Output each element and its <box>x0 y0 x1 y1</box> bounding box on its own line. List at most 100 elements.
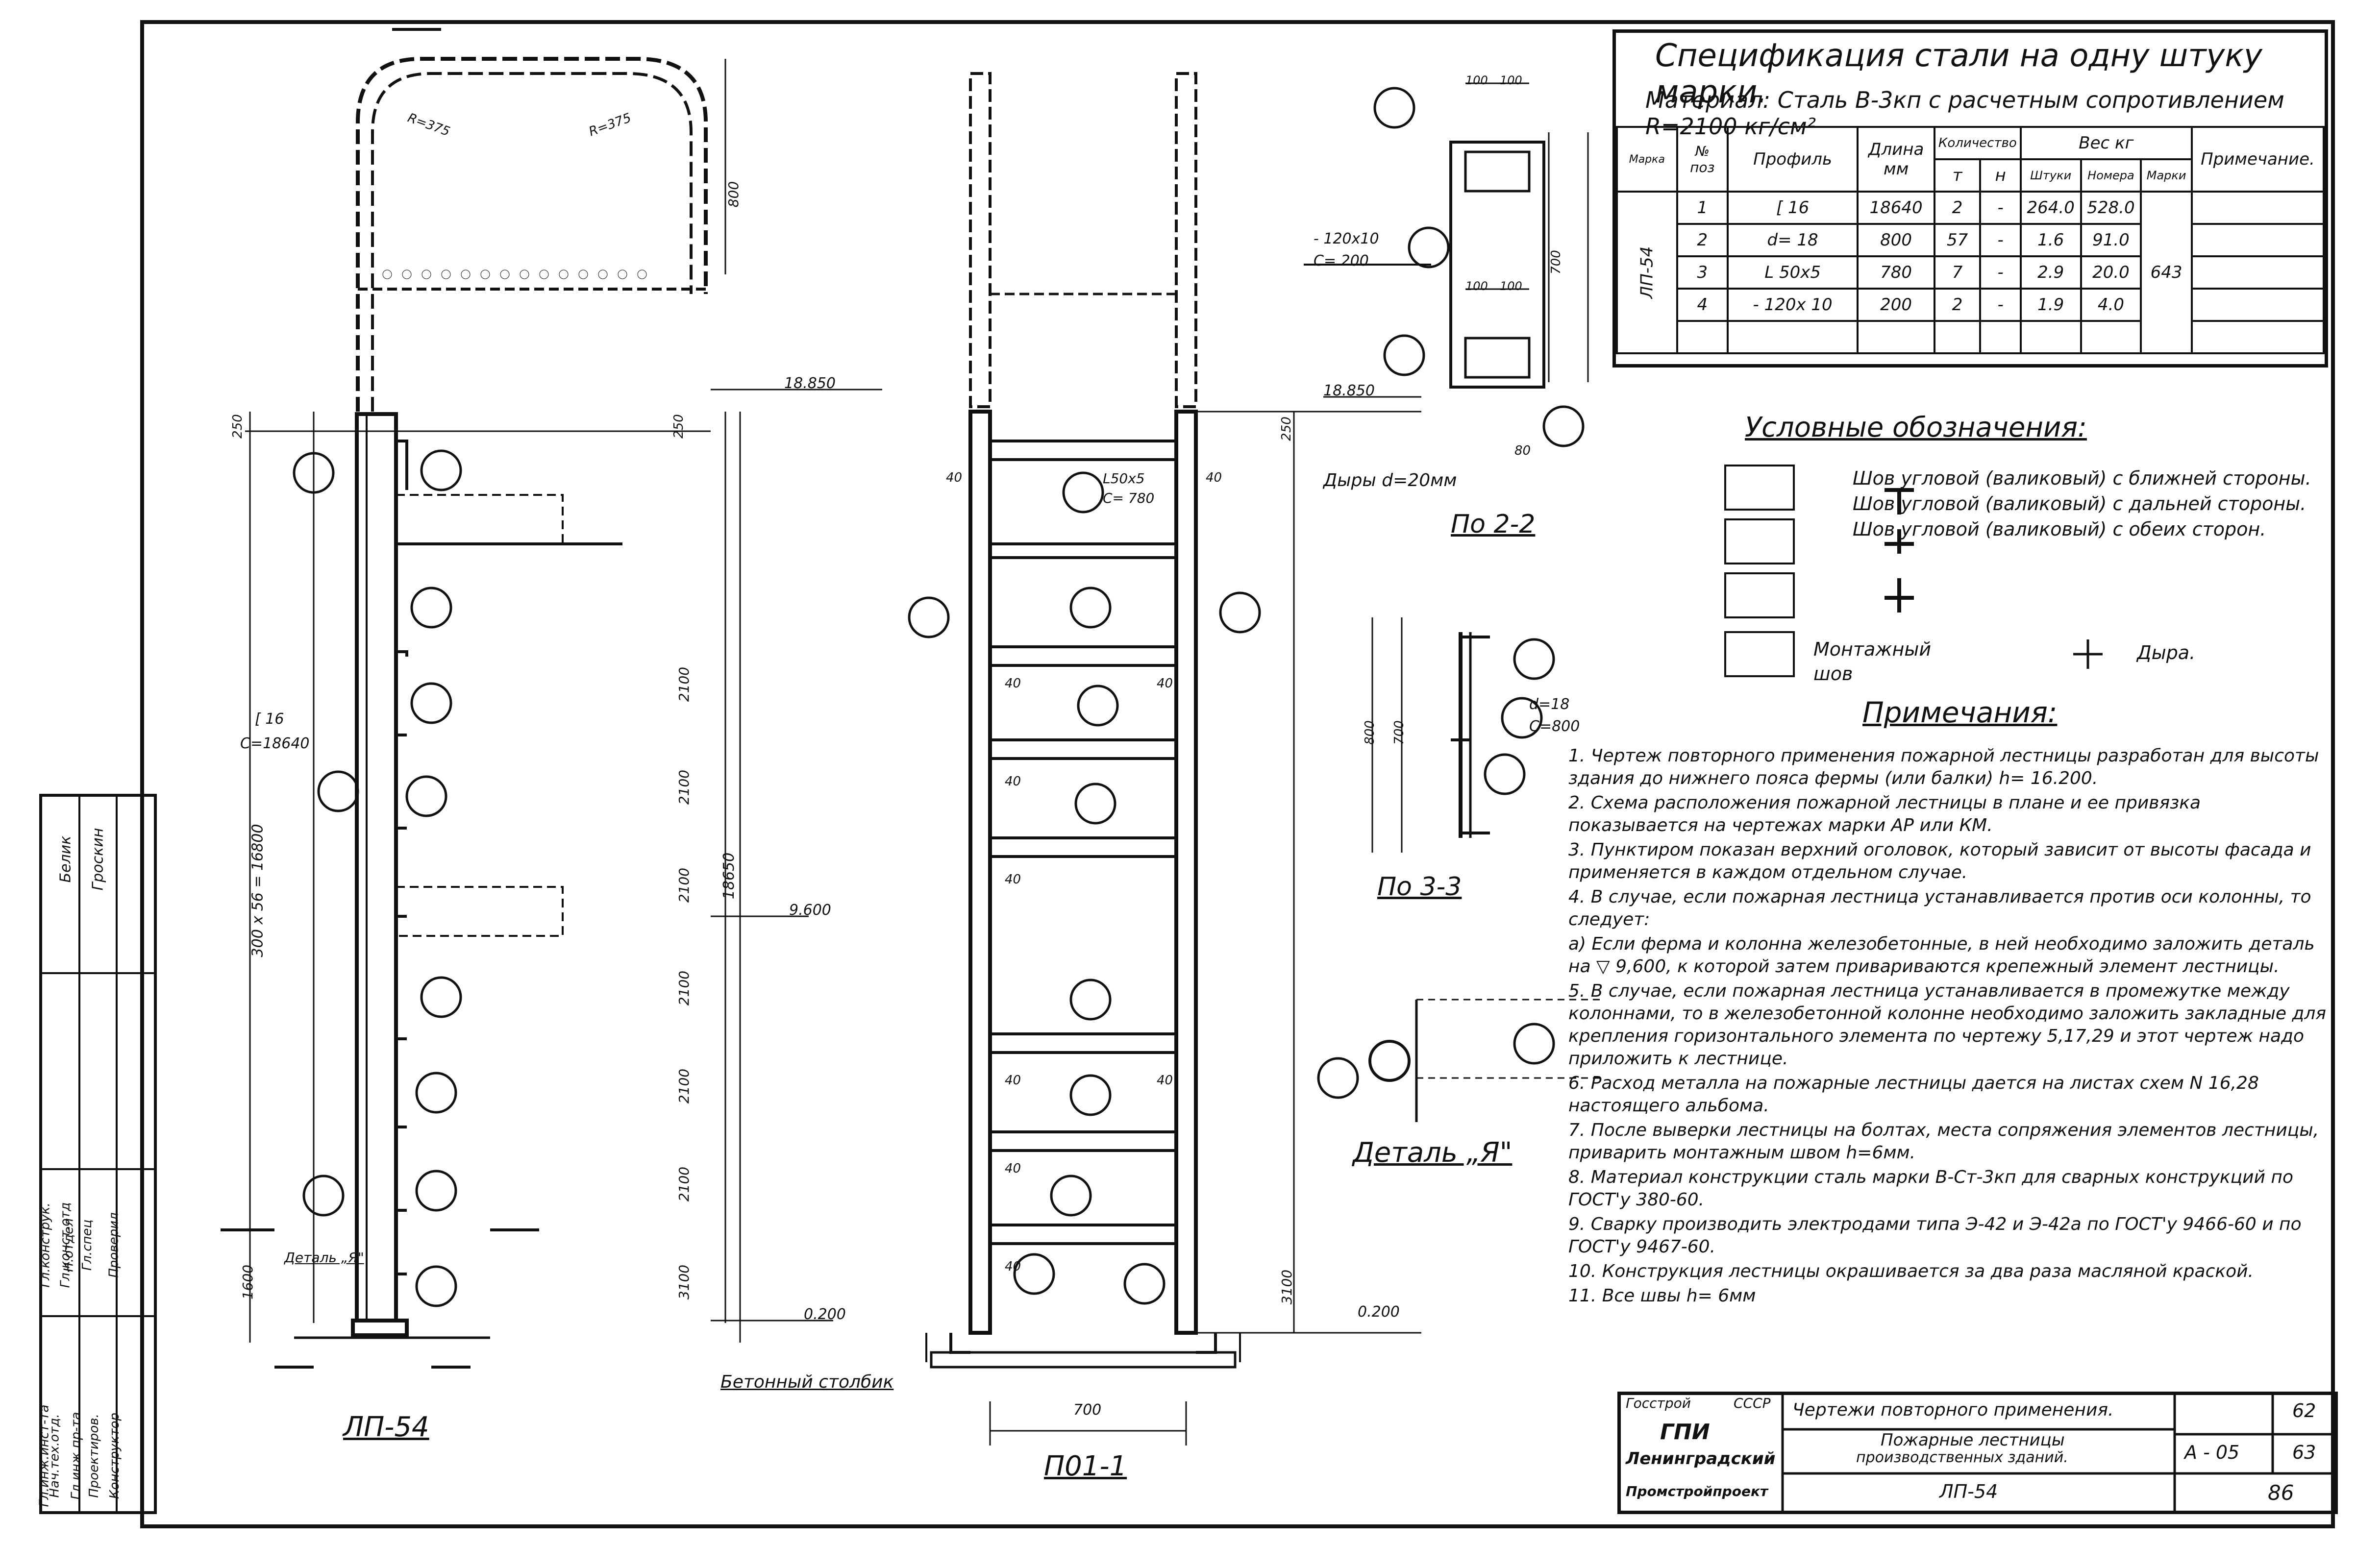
legend-hole: Дыра. <box>2137 642 2196 663</box>
hdr-w-total: Номера <box>2080 158 2142 193</box>
dim-250-side-r: 250 <box>671 414 686 439</box>
revision-strip: Гл.инж.инст-та Нач.тех.отд. Гл.инж.пр-та… <box>37 794 157 1514</box>
dim-2100-a: 2100 <box>676 666 693 702</box>
dim-100-c: 100 <box>1465 279 1488 293</box>
detail-reference: Деталь „Я" <box>284 1250 364 1266</box>
side-channel-column <box>355 412 398 1323</box>
side-view-title: ЛП-54 <box>343 1411 429 1443</box>
dim-2100-b: 2100 <box>676 769 693 805</box>
note-item: 8. Материал конструкции сталь марки В-Ст… <box>1568 1167 2293 1210</box>
note-item: 6. Расход металла на пожарные лестницы д… <box>1568 1073 2259 1116</box>
detail-title: Деталь „Я" <box>1353 1137 1513 1169</box>
rev-role: Проверил <box>106 1212 122 1278</box>
dim-250-front: 250 <box>1279 416 1294 441</box>
front-rungs <box>989 440 1178 1245</box>
tb-line1: Чертежи повторного применения. <box>1792 1400 2114 1420</box>
rev-role: Гл.конструк. <box>38 1202 53 1288</box>
dim-700-front: 700 <box>1073 1401 1102 1419</box>
rev-role: Н.отдел <box>61 1218 76 1272</box>
angle-label: L50x5 <box>1103 470 1145 487</box>
tb-inst1: ГПИ <box>1660 1420 1710 1445</box>
side-brackets <box>396 440 622 1275</box>
tb-code3: 63 <box>2292 1442 2316 1463</box>
spec-row: 2 d= 18 800 57 - 1.6 91.0 <box>1617 223 2325 257</box>
holes-label: Дыры d=20мм <box>1323 470 1457 490</box>
sheet-border <box>140 20 2335 1528</box>
notes-title: Примечания: <box>1862 696 2058 729</box>
note-item: а) Если ферма и колонна железобетонные, … <box>1568 934 2315 977</box>
hdr-note: Примечание. <box>2190 126 2325 193</box>
dim-40-a: 40 <box>946 470 963 485</box>
dim-100-b: 100 <box>1500 74 1522 87</box>
legend-item: Шов угловой (валиковый) с обеих сторон. <box>1853 518 2266 540</box>
dim-100-d: 100 <box>1500 279 1522 293</box>
side-view <box>221 28 882 1369</box>
level-top-front: 18.850 <box>1323 382 1375 399</box>
tb-org1: Госстрой <box>1626 1395 1691 1411</box>
note-item: 1. Чертеж повторного применения пожарной… <box>1568 746 2319 788</box>
level-mid: 9.600 <box>789 902 831 919</box>
spec-mark-weight: 643 <box>2140 191 2193 354</box>
legend-item: Шов угловой (валиковый) с ближней сторон… <box>1853 467 2311 489</box>
concrete-label: Бетонный столбик <box>720 1372 894 1392</box>
dim-300x56: 300 x 56 = 16800 <box>249 824 267 957</box>
dim-80: 80 <box>1514 443 1531 458</box>
section-3-3-title: По 3-3 <box>1377 872 1462 902</box>
note-item: 9. Сварку производить электродами типа Э… <box>1568 1214 2302 1257</box>
hdr-w-piece: Штуки <box>2019 158 2082 193</box>
hdr-profile: Профиль <box>1726 126 1859 193</box>
dim-40-c: 40 <box>1005 676 1021 691</box>
level-top-side: 18.850 <box>784 375 836 392</box>
hdr-qty-n: н <box>1979 158 2022 193</box>
hdr-weight: Вес кг <box>2019 126 2193 160</box>
hdr-pos: № поз <box>1676 126 1729 193</box>
dim-3100-front: 3100 <box>1279 1269 1295 1305</box>
dim-40-j: 40 <box>1005 1259 1021 1274</box>
dim-800-side: 800 <box>725 181 742 208</box>
spec-table: Марка № поз Профиль Длина мм Количество … <box>1616 126 2325 354</box>
tb-code1: 62 <box>2292 1400 2316 1421</box>
side-base-plate <box>351 1319 409 1337</box>
specification-block: Спецификация стали на одну штуку марки. … <box>1612 29 2328 368</box>
spec-row: 4 - 120x 10 200 2 - 1.9 4.0 <box>1617 288 2325 322</box>
hdr-quantity: Количество <box>1933 126 2022 160</box>
channel-length-label: C=18640 <box>240 735 310 752</box>
note-item: 7. После выверки лестницы на болтах, мес… <box>1568 1120 2319 1163</box>
section-2-2-title: По 2-2 <box>1451 510 1536 539</box>
hdr-mark: Марка <box>1616 126 1678 193</box>
tb-line4: ЛП-54 <box>1939 1481 1998 1502</box>
dim-3100-side: 3100 <box>676 1264 693 1300</box>
hdr-qty-t: т <box>1933 158 1982 193</box>
dim-40-g: 40 <box>1005 1073 1021 1088</box>
front-view-title: П01-1 <box>1044 1450 1127 1482</box>
front-left-post <box>968 410 992 1335</box>
tb-sheet: 86 <box>2268 1481 2294 1505</box>
notes-block: 1. Чертеж повторного применения пожарной… <box>1568 745 2333 1309</box>
dim-700-sec3: 700 <box>1391 720 1407 745</box>
dim-40-h: 40 <box>1157 1073 1173 1088</box>
dim-40-i: 40 <box>1005 1161 1021 1176</box>
tb-org2: СССР <box>1734 1395 1771 1411</box>
front-view <box>908 72 1421 1446</box>
rod-length-label: C=800 <box>1529 718 1580 735</box>
dim-40-b: 40 <box>1206 470 1222 485</box>
channel-label: [ 16 <box>255 710 284 728</box>
tb-inst3: Промстройпроект <box>1626 1483 1768 1499</box>
legend-mount: Монтажный шов <box>1813 638 1932 685</box>
arch-rung-circles <box>382 270 647 279</box>
angle-length-label: C= 780 <box>1103 490 1155 506</box>
note-item: 4. В случае, если пожарная лестница уста… <box>1568 887 2311 930</box>
dim-100-a: 100 <box>1465 74 1488 87</box>
dim-1600: 1600 <box>240 1264 256 1300</box>
note-item: 2. Схема расположения пожарной лестницы … <box>1568 793 2201 835</box>
dim-250-side: 250 <box>230 414 245 439</box>
rev-role: Проектиров. <box>86 1414 101 1498</box>
dim-700-sec: 700 <box>1548 250 1563 274</box>
legend-block: Шов угловой (валиковый) с ближней сторон… <box>1853 466 2333 542</box>
note-item: 11. Все швы h= 6мм <box>1568 1286 1756 1306</box>
dim-2100-f: 2100 <box>676 1166 693 1202</box>
level-bottom-front: 0.200 <box>1358 1303 1400 1321</box>
rev-name: Гроскин <box>89 828 107 891</box>
tb-line3: производственных зданий. <box>1856 1449 2068 1466</box>
